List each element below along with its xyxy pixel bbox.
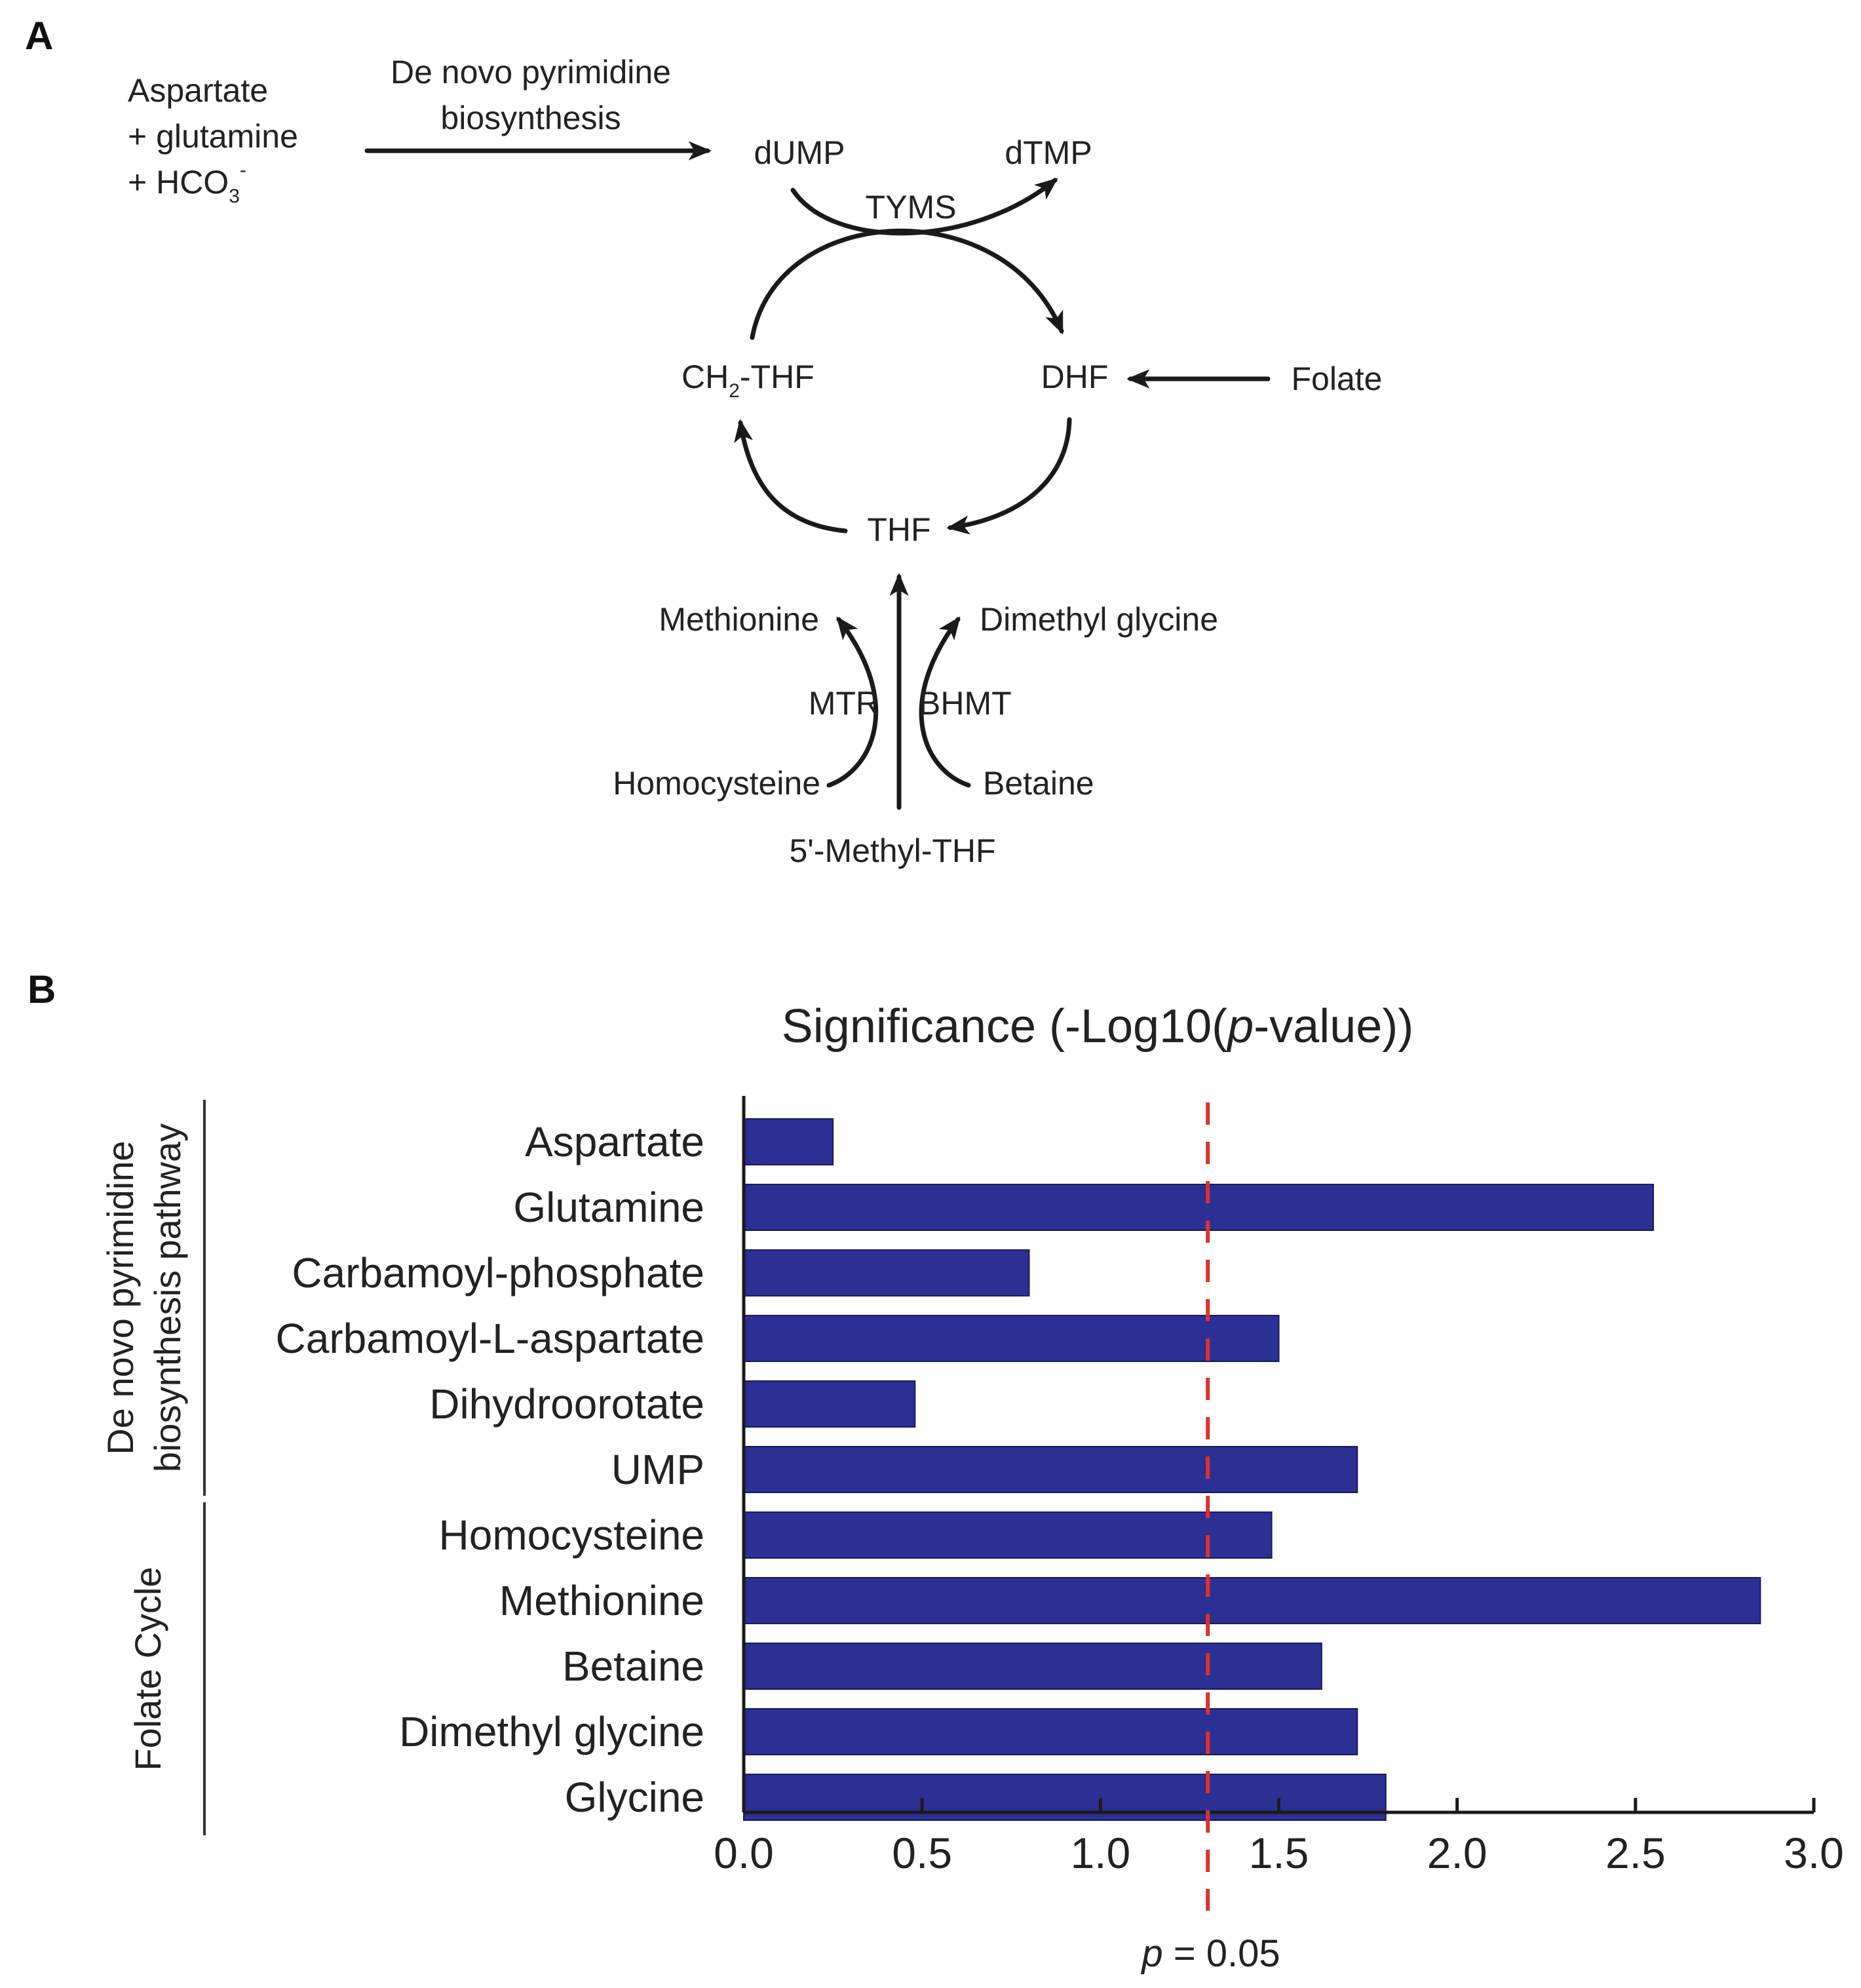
cycle-arrow-thf-to-ch2thf <box>734 419 848 534</box>
bicarbonate-superscript: - <box>240 159 246 181</box>
group-label-line2: biosynthesis pathway <box>147 1123 188 1472</box>
node-dtmp: dTMP <box>1005 134 1092 171</box>
category-label: Dimethyl glycine <box>399 1708 704 1755</box>
chart-title-p: p <box>1226 1000 1254 1053</box>
input-bicarbonate: + HCO3- <box>128 159 246 207</box>
category-label: Glutamine <box>513 1184 704 1231</box>
panel-b-label: B <box>28 967 56 1011</box>
x-tick-label: 1.5 <box>1249 1829 1309 1877</box>
ch2-suffix: -THF <box>740 359 815 395</box>
de-novo-label-line1: De novo pyrimidine <box>391 54 671 90</box>
category-label: Homocysteine <box>439 1511 705 1559</box>
node-thf: THF <box>867 511 930 548</box>
input-aspartate: Aspartate <box>128 72 268 109</box>
de-novo-label-line2: biosynthesis <box>440 100 621 136</box>
node-dimethyl-glycine: Dimethyl glycine <box>980 601 1218 638</box>
category-label: Methionine <box>499 1577 704 1624</box>
x-tick-label: 3.0 <box>1784 1829 1844 1877</box>
mtr-arrow <box>826 616 879 788</box>
panel-b: B Significance (-Log10(p-value)) De novo… <box>28 967 1844 1975</box>
threshold-label: p = 0.05 <box>1140 1932 1280 1975</box>
category-label: Dihydroorotate <box>429 1380 704 1428</box>
category-label: Aspartate <box>525 1118 704 1165</box>
bhmt-arrow <box>919 616 971 788</box>
chart-title-suffix: -value)) <box>1254 1000 1413 1053</box>
bars <box>743 1118 1761 1821</box>
group-label: Folate Cycle <box>127 1567 168 1770</box>
bar-dihydroorotate <box>743 1380 916 1428</box>
x-tick-label: 1.0 <box>1070 1829 1130 1877</box>
bicarbonate-prefix: + HCO <box>128 164 229 201</box>
node-dump: dUMP <box>754 134 845 171</box>
bar-betaine <box>743 1643 1322 1690</box>
chart-title: Significance (-Log10(p-value)) <box>782 1000 1414 1053</box>
enzyme-bhmt: BHMT <box>919 685 1012 722</box>
chart-title-prefix: Significance (-Log10( <box>782 1000 1227 1053</box>
x-tick-label: 2.5 <box>1605 1829 1666 1877</box>
category-label: Betaine <box>562 1643 704 1690</box>
category-label: UMP <box>611 1446 704 1493</box>
bar-homocysteine <box>743 1511 1273 1559</box>
bar-carbamoyl-phosphate <box>743 1249 1030 1296</box>
node-ch2-thf: CH2-THF <box>681 359 815 402</box>
x-tick-label: 0.5 <box>892 1829 952 1877</box>
bar-dimethyl-glycine <box>743 1708 1358 1755</box>
x-tick-label: 0.0 <box>714 1829 774 1877</box>
panel-a-label: A <box>25 14 53 58</box>
bar-ump <box>743 1446 1358 1493</box>
category-label: Carbamoyl-phosphate <box>292 1249 704 1296</box>
bar-methionine <box>743 1577 1761 1624</box>
cycle-arrow-ch2thf-to-dhf <box>750 228 1064 340</box>
category-label: Carbamoyl-L-aspartate <box>276 1315 705 1362</box>
node-methionine: Methionine <box>659 601 819 638</box>
category-label: Glycine <box>565 1774 704 1821</box>
ch2-prefix: CH <box>681 359 729 395</box>
panel-a: A Aspartate + glutamine + HCO3- De novo … <box>25 14 1382 869</box>
bar-labels: AspartateGlutamineCarbamoyl-phosphateCar… <box>276 1118 705 1821</box>
bar-aspartate <box>743 1118 834 1165</box>
bar-glutamine <box>743 1184 1655 1231</box>
node-betaine: Betaine <box>983 765 1094 802</box>
ch2-subscript: 2 <box>729 380 740 402</box>
bicarbonate-subscript: 3 <box>229 185 240 207</box>
threshold-label-p: p <box>1140 1932 1162 1975</box>
enzyme-tyms: TYMS <box>866 189 957 225</box>
x-axis: 0.0 0.5 1.0 1.5 2.0 2.5 3.0 <box>714 1096 1844 1877</box>
bar-carbamoyl-l-aspartate <box>743 1315 1280 1362</box>
node-folate: Folate <box>1292 361 1383 397</box>
x-tick-label: 2.0 <box>1427 1829 1487 1877</box>
node-homocysteine: Homocysteine <box>613 765 820 802</box>
group-label-line1: De novo pyrimidine <box>100 1140 141 1454</box>
input-glutamine: + glutamine <box>128 118 298 155</box>
enzyme-mtr: MTR <box>809 685 879 722</box>
threshold-label-value: = 0.05 <box>1163 1932 1280 1975</box>
node-5-methyl-thf: 5'-Methyl-THF <box>789 832 995 869</box>
cycle-arrow-dhf-to-thf <box>946 417 1072 535</box>
node-dhf: DHF <box>1041 359 1109 395</box>
